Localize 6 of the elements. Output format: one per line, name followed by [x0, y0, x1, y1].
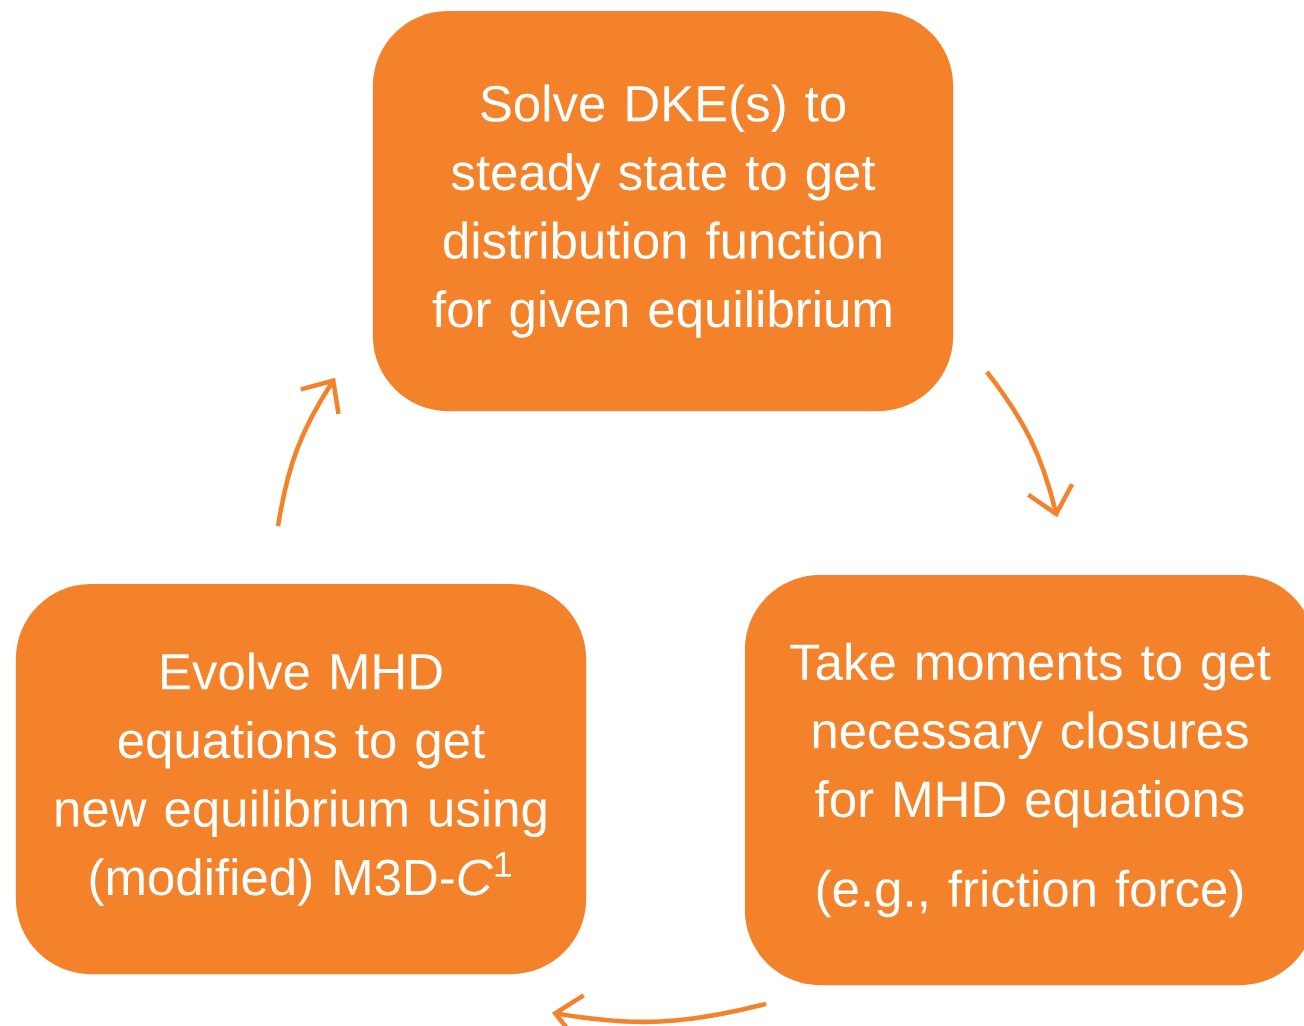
curved-arrow	[551, 993, 767, 1026]
process-box: Evolve MHD equations to get new equilibrium using (modified) M3D-C$^{1}$	[15, 583, 587, 975]
curved-arrow	[985, 370, 1075, 518]
curved-arrow	[275, 377, 341, 527]
process-box: Solve DKE(s) to steady state to get distribution function for given equilibrium	[372, 10, 954, 412]
process-box: Take moments to get necessary closures for MHD equations (e.g., friction force)	[744, 574, 1304, 986]
